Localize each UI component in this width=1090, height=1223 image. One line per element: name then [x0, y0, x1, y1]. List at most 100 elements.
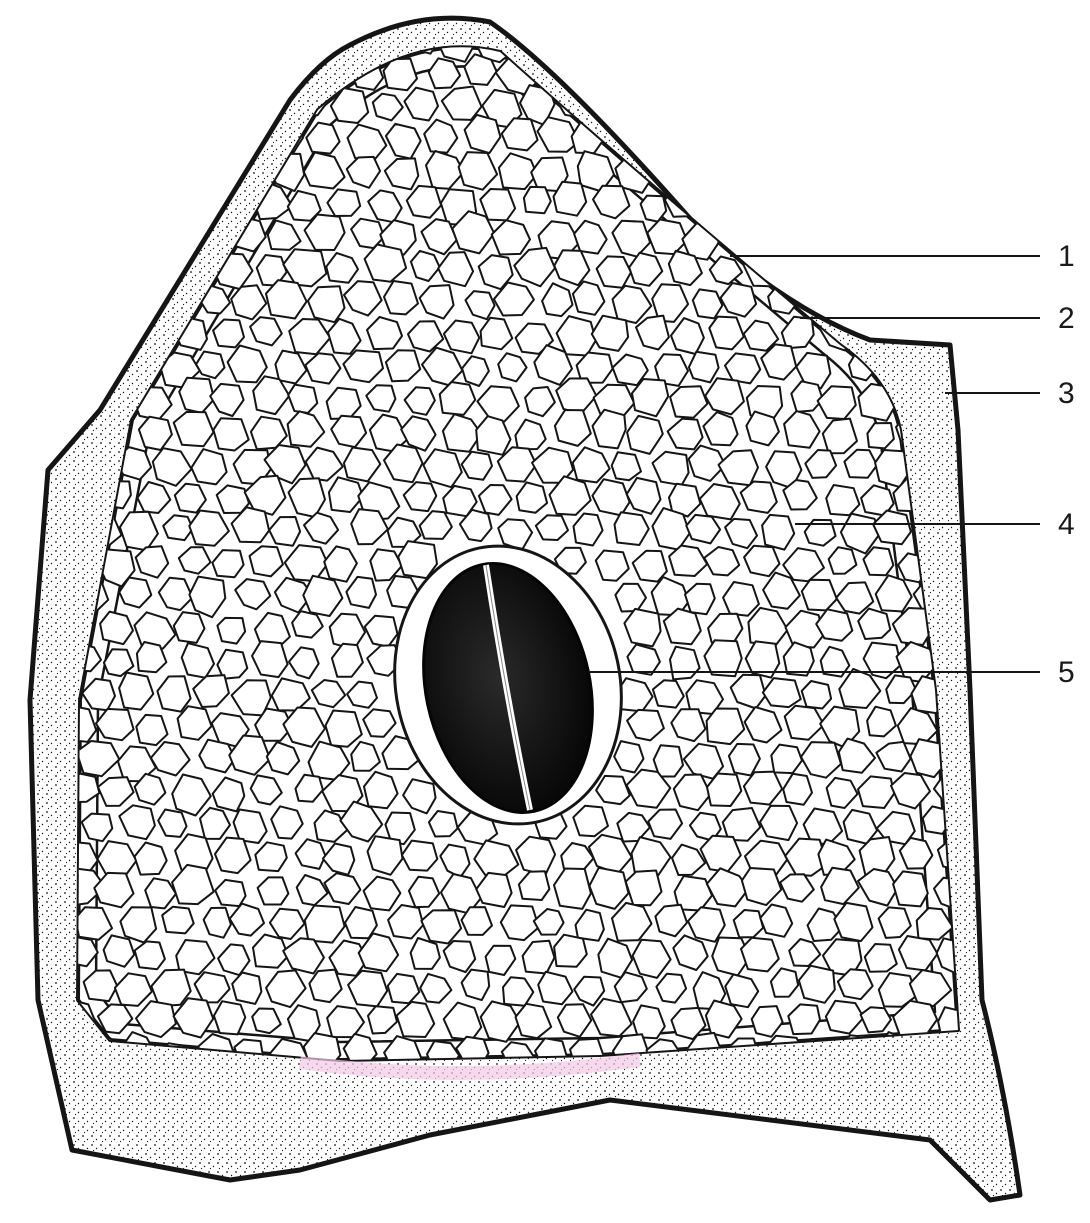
parenchyma-cell	[917, 156, 945, 182]
parenchyma-cell	[837, 152, 873, 188]
parenchyma-cell	[862, 185, 900, 225]
parenchyma-cell	[801, 123, 833, 153]
callout-label-3: 3	[1058, 377, 1075, 410]
parenchyma-cell	[38, 281, 75, 313]
parenchyma-cell	[943, 257, 974, 288]
parenchyma-cell	[61, 88, 98, 124]
parenchyma-cell	[731, 221, 761, 254]
parenchyma-cell	[767, 148, 802, 187]
parenchyma-cell	[64, 254, 94, 280]
parenchyma-cell	[89, 62, 116, 92]
parenchyma-cell	[825, 19, 860, 56]
parenchyma-cell	[112, 221, 148, 256]
parenchyma-cell	[179, 26, 207, 54]
parenchyma-cell	[121, 115, 160, 152]
parenchyma-cell	[628, 89, 660, 119]
parenchyma-cell	[291, 24, 324, 56]
callout-labels: 1 2 3 4 5	[1058, 240, 1075, 689]
parenchyma-cell	[80, 118, 114, 151]
parenchyma-cell	[124, 157, 157, 189]
parenchyma-cell	[775, 187, 817, 224]
parenchyma-cell	[878, 51, 917, 90]
parenchyma-cell	[759, 119, 801, 159]
parenchyma-cell	[398, 541, 437, 578]
parenchyma-cell	[42, 125, 73, 155]
parenchyma-cell	[747, 25, 784, 59]
parenchyma-cell	[939, 21, 971, 55]
parenchyma-cell	[615, 58, 651, 90]
parenchyma-cell	[162, 907, 194, 934]
parenchyma-cell	[161, 59, 195, 91]
parenchyma-cell	[809, 159, 839, 189]
parenchyma-cell	[118, 287, 152, 318]
parenchyma-cell	[665, 185, 700, 216]
parenchyma-cell	[101, 91, 136, 123]
parenchyma-cell	[893, 871, 928, 906]
parenchyma-cell	[741, 938, 779, 972]
parenchyma-cell	[712, 89, 747, 126]
parenchyma-cell	[693, 289, 723, 318]
parenchyma-cell	[97, 316, 131, 345]
parenchyma-cell	[573, 56, 614, 95]
parenchyma-cell	[174, 412, 214, 446]
parenchyma-cell	[835, 219, 874, 256]
parenchyma-cell	[820, 258, 854, 289]
parenchyma-cell	[748, 90, 787, 128]
parenchyma-cell	[175, 88, 208, 115]
parenchyma-cell	[154, 218, 187, 249]
parenchyma-cell	[250, 28, 282, 59]
parenchyma-cell	[884, 127, 911, 154]
parenchyma-cell	[874, 283, 912, 318]
parenchyma-cell	[729, 62, 761, 91]
parenchyma-cell	[711, 25, 750, 63]
parenchyma-cell	[211, 21, 249, 59]
parenchyma-cell	[214, 1001, 245, 1034]
parenchyma-cell	[228, 62, 261, 89]
parenchyma-cell	[779, 253, 816, 289]
parenchyma-cell	[194, 57, 225, 83]
parenchyma-cell	[695, 121, 726, 152]
parenchyma-cell	[42, 51, 85, 90]
parenchyma-cell	[807, 59, 835, 89]
parenchyma-cell	[80, 284, 123, 323]
parenchyma-cell	[711, 184, 745, 214]
callout-label-5: 5	[1058, 656, 1075, 689]
parenchyma-cell	[592, 24, 620, 51]
parenchyma-cell	[195, 124, 227, 153]
parenchyma-cell	[78, 152, 117, 184]
parenchyma-cell	[120, 56, 149, 84]
parenchyma-cell	[202, 154, 231, 184]
parenchyma-cell	[99, 186, 138, 220]
parenchyma-cell	[140, 254, 169, 281]
parenchyma-cell	[138, 186, 173, 219]
parenchyma-cell	[63, 184, 97, 217]
parenchyma-cell	[672, 88, 708, 127]
parenchyma-cell	[46, 216, 81, 251]
parenchyma-cell	[903, 92, 932, 120]
parenchyma-cell	[939, 192, 970, 221]
parenchyma-cell	[686, 153, 719, 186]
parenchyma-cell	[837, 61, 871, 90]
parenchyma-cell	[729, 153, 764, 192]
parenchyma-cell	[901, 188, 932, 217]
parenchyma-cell	[779, 85, 819, 123]
parenchyma-cell	[74, 346, 113, 380]
parenchyma-cell	[917, 288, 950, 316]
parenchyma-cell	[627, 644, 660, 674]
parenchyma-cell	[554, 182, 587, 216]
parenchyma-cell	[841, 279, 883, 315]
parenchyma-cell	[819, 87, 851, 118]
parenchyma-cell	[769, 62, 799, 87]
parenchyma-cell	[57, 27, 91, 58]
parenchyma-cell	[288, 385, 317, 413]
parenchyma-cell	[933, 90, 974, 127]
parenchyma-cell	[908, 214, 948, 252]
parenchyma-cell	[921, 121, 952, 150]
parenchyma-cell	[83, 223, 116, 254]
parenchyma-cell	[627, 25, 667, 57]
parenchyma-cell	[802, 580, 837, 611]
parenchyma-cell	[849, 127, 878, 156]
parenchyma-cell	[61, 309, 100, 349]
parenchyma-cell	[40, 351, 78, 388]
